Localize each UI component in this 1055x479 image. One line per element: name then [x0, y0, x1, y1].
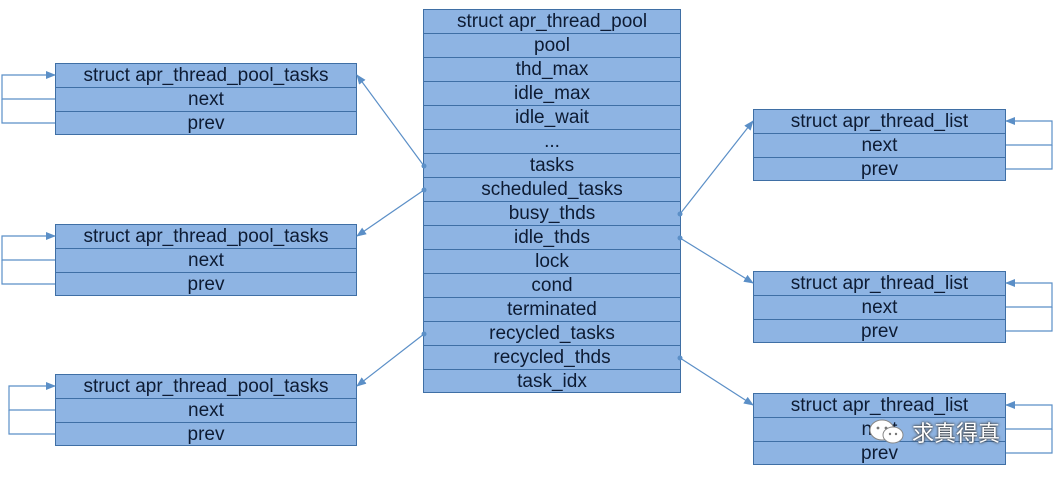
pool-row-ellipsis: ...	[424, 130, 680, 154]
thread-list-box-1: struct apr_thread_list next prev	[753, 109, 1006, 181]
thread-pool-struct: struct apr_thread_pool pool thd_max idle…	[423, 9, 681, 393]
pool-row-thd-max: thd_max	[424, 58, 680, 82]
pool-row-pool: pool	[424, 34, 680, 58]
tasks-list-1-next: next	[56, 88, 356, 112]
pool-row-task-idx: task_idx	[517, 371, 587, 392]
thread-list-2-loop	[1005, 279, 1053, 308]
tasks-list-2-prev: prev	[187, 274, 225, 295]
tasks-list-2-header: struct apr_thread_pool_tasks	[56, 225, 356, 249]
tasks-list-3-header: struct apr_thread_pool_tasks	[56, 375, 356, 399]
tasks-list-box-3: struct apr_thread_pool_tasks next prev	[55, 374, 357, 446]
thread-list-1-loop-2	[1006, 145, 1053, 170]
pool-row-recycled-thds: recycled_thds	[424, 346, 680, 370]
watermark-text: 求真得真	[912, 421, 1001, 446]
thread-list-3-header: struct apr_thread_list	[754, 394, 1005, 418]
pool-row-idle-max: idle_max	[424, 82, 680, 106]
tasks-list-1-prev: prev	[187, 113, 225, 134]
tasks-list-2-loop-2	[1, 260, 55, 285]
thread-list-1-loop	[1005, 117, 1053, 146]
thread-list-3-loop	[1005, 401, 1053, 430]
thread-list-box-3: struct apr_thread_list next prev	[753, 393, 1006, 465]
tasks-list-box-2: struct apr_thread_pool_tasks next prev	[55, 224, 357, 296]
wechat-icon	[869, 419, 904, 444]
pool-row-header: struct apr_thread_pool	[424, 10, 680, 34]
recycled-tasks-arrow	[356, 333, 425, 387]
scheduled-tasks-arrow	[356, 189, 425, 237]
thread-list-1-prev: prev	[861, 159, 898, 180]
pool-row-scheduled-tasks: scheduled_tasks	[424, 178, 680, 202]
thread-list-2-next: next	[754, 296, 1005, 320]
pool-row-idle-wait: idle_wait	[424, 106, 680, 130]
thread-list-1-next: next	[754, 134, 1005, 158]
thread-list-2-prev: prev	[861, 321, 898, 342]
tasks-list-2-loop	[1, 232, 56, 261]
tasks-list-1-loop-2	[1, 99, 55, 124]
tasks-list-1-loop	[1, 71, 56, 100]
busy-thds-arrow	[679, 120, 754, 215]
pool-row-terminated: terminated	[424, 298, 680, 322]
pool-row-lock: lock	[424, 250, 680, 274]
pool-row-busy-thds: busy_thds	[424, 202, 680, 226]
tasks-list-3-prev: prev	[187, 424, 225, 445]
tasks-arrow	[356, 74, 425, 167]
watermark: 求真得真	[868, 416, 1000, 448]
pool-row-recycled-tasks: recycled_tasks	[424, 322, 680, 346]
pool-row-tasks: tasks	[424, 154, 680, 178]
tasks-list-2-next: next	[56, 249, 356, 273]
tasks-list-1-header: struct apr_thread_pool_tasks	[56, 64, 356, 88]
thread-list-2-header: struct apr_thread_list	[754, 272, 1005, 296]
thread-list-2-loop-2	[1006, 307, 1053, 332]
tasks-list-3-loop	[8, 382, 56, 411]
pool-row-idle-thds: idle_thds	[424, 226, 680, 250]
tasks-list-3-next: next	[56, 399, 356, 423]
idle-thds-arrow	[679, 237, 754, 284]
tasks-list-3-loop-2	[8, 410, 55, 435]
thread-list-1-header: struct apr_thread_list	[754, 110, 1005, 134]
thread-list-3-loop-2	[1006, 429, 1053, 454]
recycled-thds-arrow	[679, 357, 754, 406]
pool-row-cond: cond	[424, 274, 680, 298]
thread-list-3-prev: prev	[861, 443, 898, 464]
thread-list-box-2: struct apr_thread_list next prev	[753, 271, 1006, 343]
tasks-list-box-1: struct apr_thread_pool_tasks next prev	[55, 63, 357, 135]
